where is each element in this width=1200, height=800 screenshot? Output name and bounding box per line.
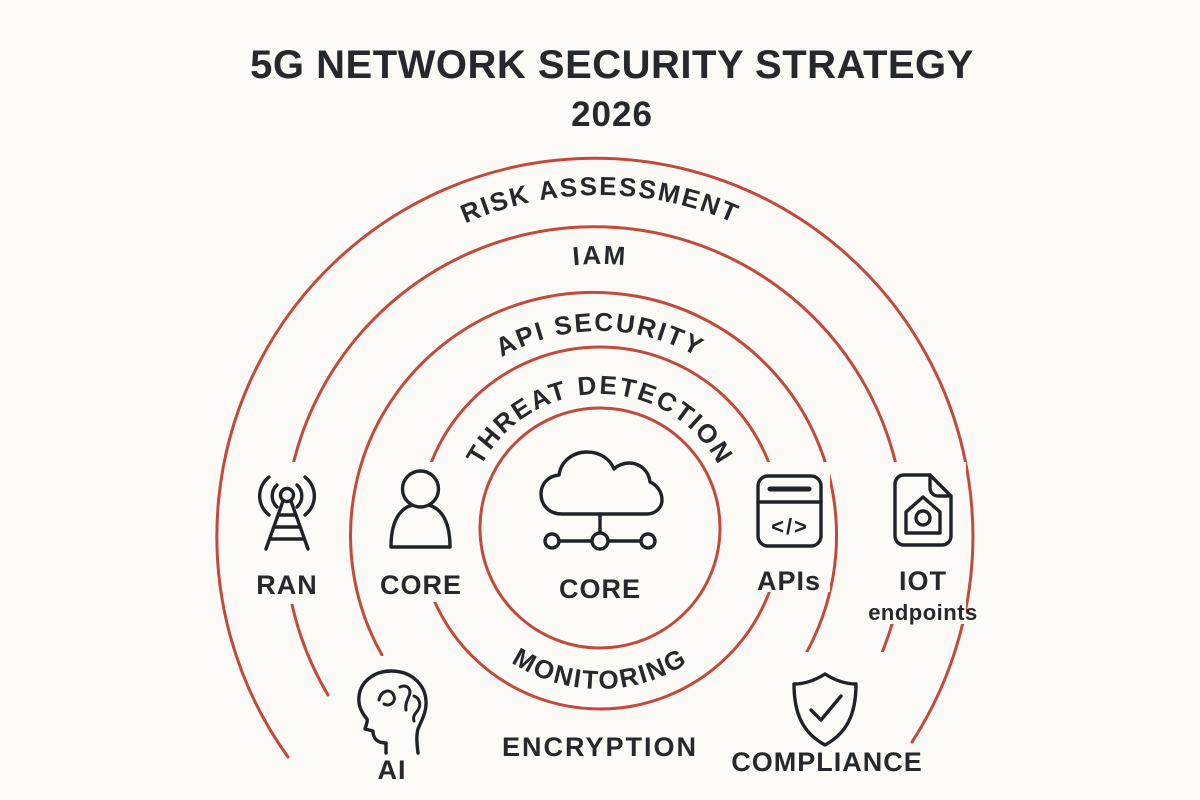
user-icon [389, 469, 452, 549]
label-encryption: ENCRYPTION [502, 732, 698, 762]
ring-risk-assessment [215, 156, 975, 759]
node-core-center-label: CORE [559, 574, 641, 604]
node-ran: RAN [256, 475, 318, 600]
label-iam: IAM [571, 240, 628, 272]
ring-core [478, 406, 722, 650]
node-core-access: CORE [380, 469, 462, 600]
node-iot-label: IOT [899, 566, 947, 596]
page-title: 5G NETWORK SECURITY STRATEGY [250, 43, 974, 87]
shield-check-icon [792, 672, 858, 747]
node-ai-label: AI [378, 755, 407, 785]
code-brackets-glyph: </> [771, 514, 809, 539]
node-compliance: COMPLIANCE [731, 672, 923, 777]
ring-api-security [349, 290, 839, 692]
node-apis-label: APIs [757, 566, 821, 596]
node-apis: </> APIs [756, 474, 823, 596]
node-ai: AI [357, 669, 428, 785]
label-api-security: API SECURITY [491, 307, 710, 363]
node-iot: IOT endpoints [868, 473, 978, 625]
page-subtitle-year: 2026 [571, 95, 653, 134]
head-brain-icon [357, 669, 428, 755]
node-compliance-label: COMPLIANCE [731, 747, 923, 777]
ring-iam [283, 225, 907, 697]
node-ran-label: RAN [256, 570, 318, 600]
label-monitoring: MONITORING [508, 642, 692, 696]
node-core-center: CORE [539, 450, 664, 604]
smart-home-document-icon [893, 473, 953, 547]
node-iot-sublabel: endpoints [868, 600, 978, 625]
code-window-icon: </> [756, 474, 823, 548]
node-core-access-label: CORE [380, 570, 462, 600]
label-risk-assessment: RISK ASSESSMENT [456, 171, 744, 229]
cell-tower-icon [258, 475, 316, 551]
cloud-network-icon [539, 450, 664, 551]
